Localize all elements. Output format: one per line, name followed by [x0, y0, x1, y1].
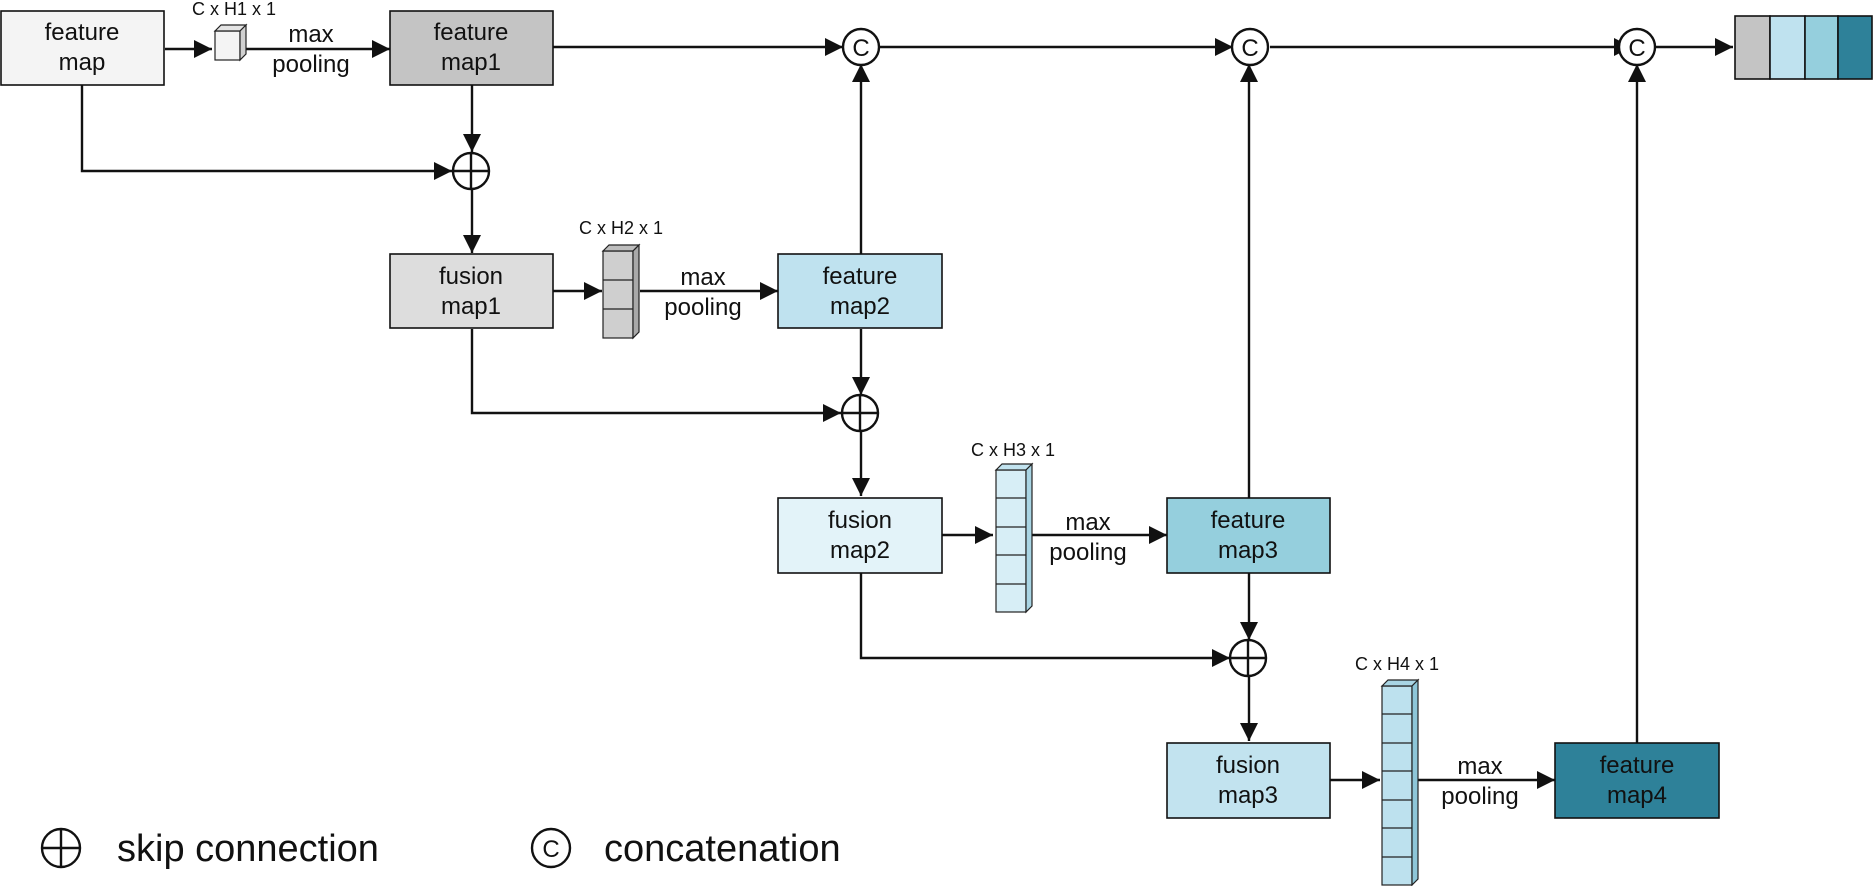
node-feature-map: feature map — [0, 10, 165, 86]
legend-concat-symbol: C — [542, 836, 559, 863]
fusion-map1-box — [389, 253, 554, 329]
skip-connection-op-1 — [451, 151, 491, 191]
edge-fusion-map1-to-skip2 — [470, 329, 841, 422]
concat-symbol: C — [852, 35, 869, 62]
node-fusion-map3: fusion map3 — [1166, 742, 1331, 819]
fusion-map2-label-line1: fusion — [828, 507, 892, 534]
edge-feature-map-to-skip1 — [80, 85, 452, 180]
output-segment-gray — [1734, 15, 1771, 80]
cube-h1-side — [239, 23, 247, 62]
cube-h1-face — [214, 30, 241, 61]
legend-concatenation-icon: C — [530, 827, 572, 869]
feature-map3-label-line2: map3 — [1218, 537, 1278, 564]
fusion-map3-box — [1166, 742, 1331, 819]
fusion-map1-label-line2: map1 — [441, 293, 501, 320]
output-concatenated-stack — [1734, 15, 1873, 80]
max-pooling-line1: max — [1457, 753, 1502, 780]
legend-skip-connection-icon — [40, 827, 82, 869]
pooled-cube-h2 — [601, 243, 641, 340]
dimension-label-h3: C x H3 x 1 — [971, 440, 1055, 460]
feature-map2-label-line1: feature — [823, 263, 898, 290]
max-pooling-label-2: max pooling — [664, 264, 741, 321]
feature-map1-label-line1: feature — [434, 19, 509, 46]
output-segment-dark-teal — [1837, 15, 1873, 80]
pooled-cube-h3 — [994, 462, 1034, 614]
skip-connection-op-3 — [1228, 638, 1268, 678]
legend-skip-connection-label: skip connection — [117, 828, 379, 870]
feature-map-label-line1: feature — [45, 19, 120, 46]
concatenation-op-3: C — [1617, 27, 1657, 67]
feature-map-label-line2: map — [59, 49, 106, 76]
cube-h2-side — [632, 243, 640, 340]
pooled-cube-h4 — [1380, 678, 1420, 886]
edge-fusion-map2-to-skip3 — [859, 573, 1230, 667]
dimension-label-h4: C x H4 x 1 — [1355, 654, 1439, 674]
concat-symbol: C — [1241, 35, 1258, 62]
dimension-label-h2: C x H2 x 1 — [579, 218, 663, 238]
legend: skip connection C concatenation — [40, 827, 841, 870]
max-pooling-label-4: max pooling — [1441, 753, 1518, 810]
feature-map2-box — [777, 253, 943, 329]
feature-map1-label-line2: map1 — [441, 49, 501, 76]
fusion-map2-box — [777, 497, 943, 574]
cube-h3-side — [1025, 462, 1033, 614]
node-feature-map2: feature map2 — [777, 253, 943, 329]
feature-map4-box — [1554, 742, 1720, 819]
cube-h4-side — [1411, 678, 1419, 886]
max-pooling-line1: max — [1065, 509, 1110, 536]
node-feature-map1: feature map1 — [389, 10, 554, 86]
output-segment-light-blue — [1769, 15, 1806, 80]
node-fusion-map2: fusion map2 — [777, 497, 943, 574]
node-fusion-map1: fusion map1 — [389, 253, 554, 329]
feature-map4-label-line2: map4 — [1607, 782, 1667, 809]
max-pooling-line2: pooling — [1441, 783, 1518, 810]
concat-symbol: C — [1628, 35, 1645, 62]
pooled-cube-h1 — [213, 23, 248, 62]
fusion-map3-label-line2: map3 — [1218, 782, 1278, 809]
max-pooling-line2: pooling — [272, 51, 349, 78]
node-feature-map4: feature map4 — [1554, 742, 1720, 819]
max-pooling-line2: pooling — [664, 294, 741, 321]
cube-h3-face — [995, 469, 1027, 613]
feature-map4-label-line1: feature — [1600, 752, 1675, 779]
max-pooling-label-1: max pooling — [272, 21, 349, 78]
feature-map2-label-line2: map2 — [830, 293, 890, 320]
edges — [80, 38, 1733, 789]
max-pooling-line1: max — [680, 264, 725, 291]
concatenation-op-1: C — [841, 27, 881, 67]
fusion-map3-label-line1: fusion — [1216, 752, 1280, 779]
fusion-map1-label-line1: fusion — [439, 263, 503, 290]
feature-map3-label-line1: feature — [1211, 507, 1286, 534]
cube-h4-face — [1381, 685, 1413, 886]
feature-map-box — [0, 10, 165, 86]
max-pooling-line1: max — [288, 21, 333, 48]
output-segment-mid-blue — [1804, 15, 1839, 80]
node-feature-map3: feature map3 — [1166, 497, 1331, 574]
dimension-label-h1: C x H1 x 1 — [192, 0, 276, 19]
feature-map3-box — [1166, 497, 1331, 574]
fusion-map2-label-line2: map2 — [830, 537, 890, 564]
max-pooling-line2: pooling — [1049, 539, 1126, 566]
skip-connection-op-2 — [840, 393, 880, 433]
concatenation-op-2: C — [1230, 27, 1270, 67]
feature-map1-box — [389, 10, 554, 86]
cube-h2-face — [602, 250, 634, 339]
max-pooling-label-3: max pooling — [1049, 509, 1126, 566]
legend-concatenation-label: concatenation — [604, 828, 841, 870]
